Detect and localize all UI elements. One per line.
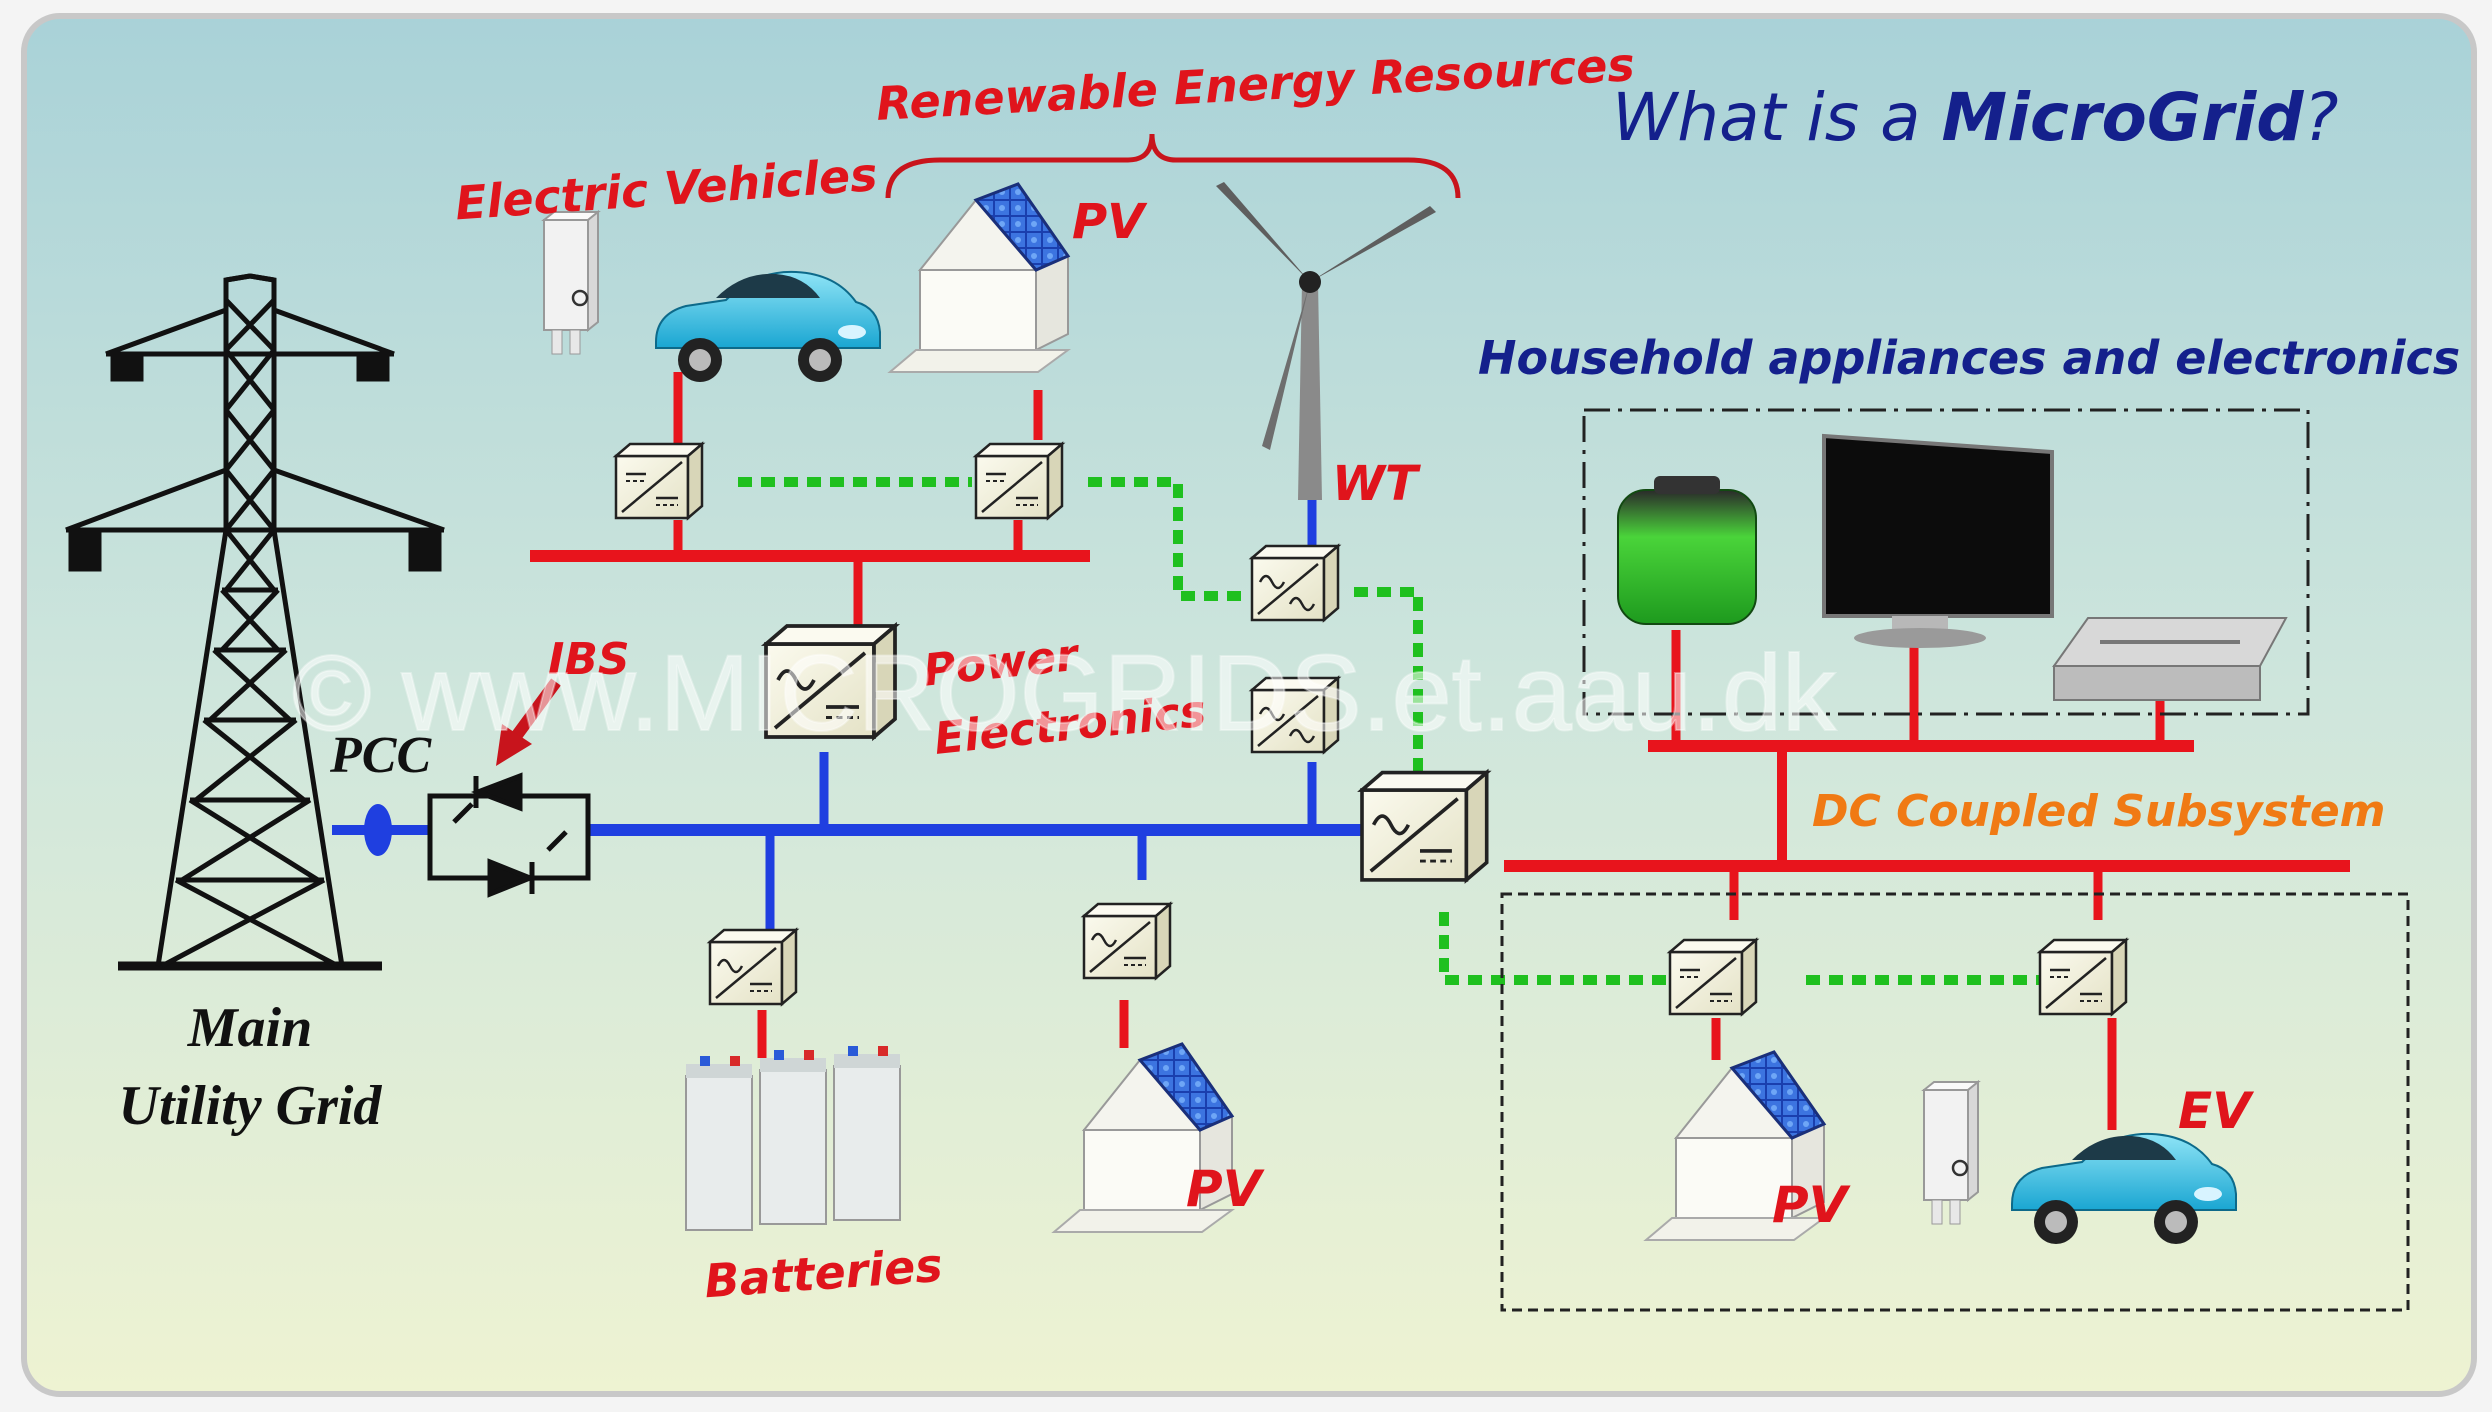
wind-turbine-icon (1216, 182, 1436, 500)
household-boundary (1582, 408, 2310, 716)
pv-bottom-label: PV (1186, 1160, 1265, 1218)
pcc-label: PCC (329, 727, 432, 784)
converter-pv-dc (1668, 938, 1758, 1016)
converter-pv-top (974, 442, 1064, 520)
tv-icon (1822, 433, 2054, 648)
communication-links (738, 477, 2042, 985)
dc-coupled-label: DC Coupled Subsystem (1812, 786, 2386, 837)
household-label: Household appliances and electronics (1478, 331, 2460, 385)
pv-top-label: PV (1072, 194, 1148, 250)
renewable-bracket (885, 133, 1461, 199)
pcc-connector (364, 804, 392, 856)
background-panel (21, 13, 2477, 1397)
ibs-arrow (496, 678, 561, 766)
ev-label: EV (2178, 1082, 2254, 1140)
converter-batteries (708, 928, 798, 1006)
comm-link-main-dc (1439, 912, 1672, 985)
pv-dc-label: PV (1772, 1176, 1851, 1234)
converter-main-acdc (1360, 770, 1489, 882)
watermark: © www.MICROGRIDS.et.aau.dk (292, 632, 1837, 753)
main-grid-label-line1: Main (187, 997, 313, 1059)
ibs-label: IBS (548, 634, 630, 685)
dc-wiring (530, 372, 2350, 1130)
wt-label: WT (1332, 456, 1421, 512)
comm-link-wt-main (1354, 587, 1423, 782)
converter-ev-dc (2038, 938, 2128, 1016)
batteries-icon (685, 1046, 901, 1231)
ac-wiring (332, 500, 1370, 930)
converter-pv-bottom (1082, 902, 1172, 980)
converter-wt (1250, 544, 1340, 622)
battery-appliance-icon (1617, 476, 1757, 625)
transmission-tower-icon (65, 273, 445, 971)
router-icon (2052, 617, 2288, 701)
converter-ev (614, 442, 704, 520)
insulators (68, 352, 442, 572)
title: What is a MicroGrid? (1612, 79, 2338, 156)
ibs-switch (427, 772, 591, 898)
main-grid-label-line2: Utility Grid (119, 1075, 383, 1137)
comm-link-pv-wt (1088, 477, 1248, 601)
dc-subsystem-boundary (1500, 892, 2410, 1312)
